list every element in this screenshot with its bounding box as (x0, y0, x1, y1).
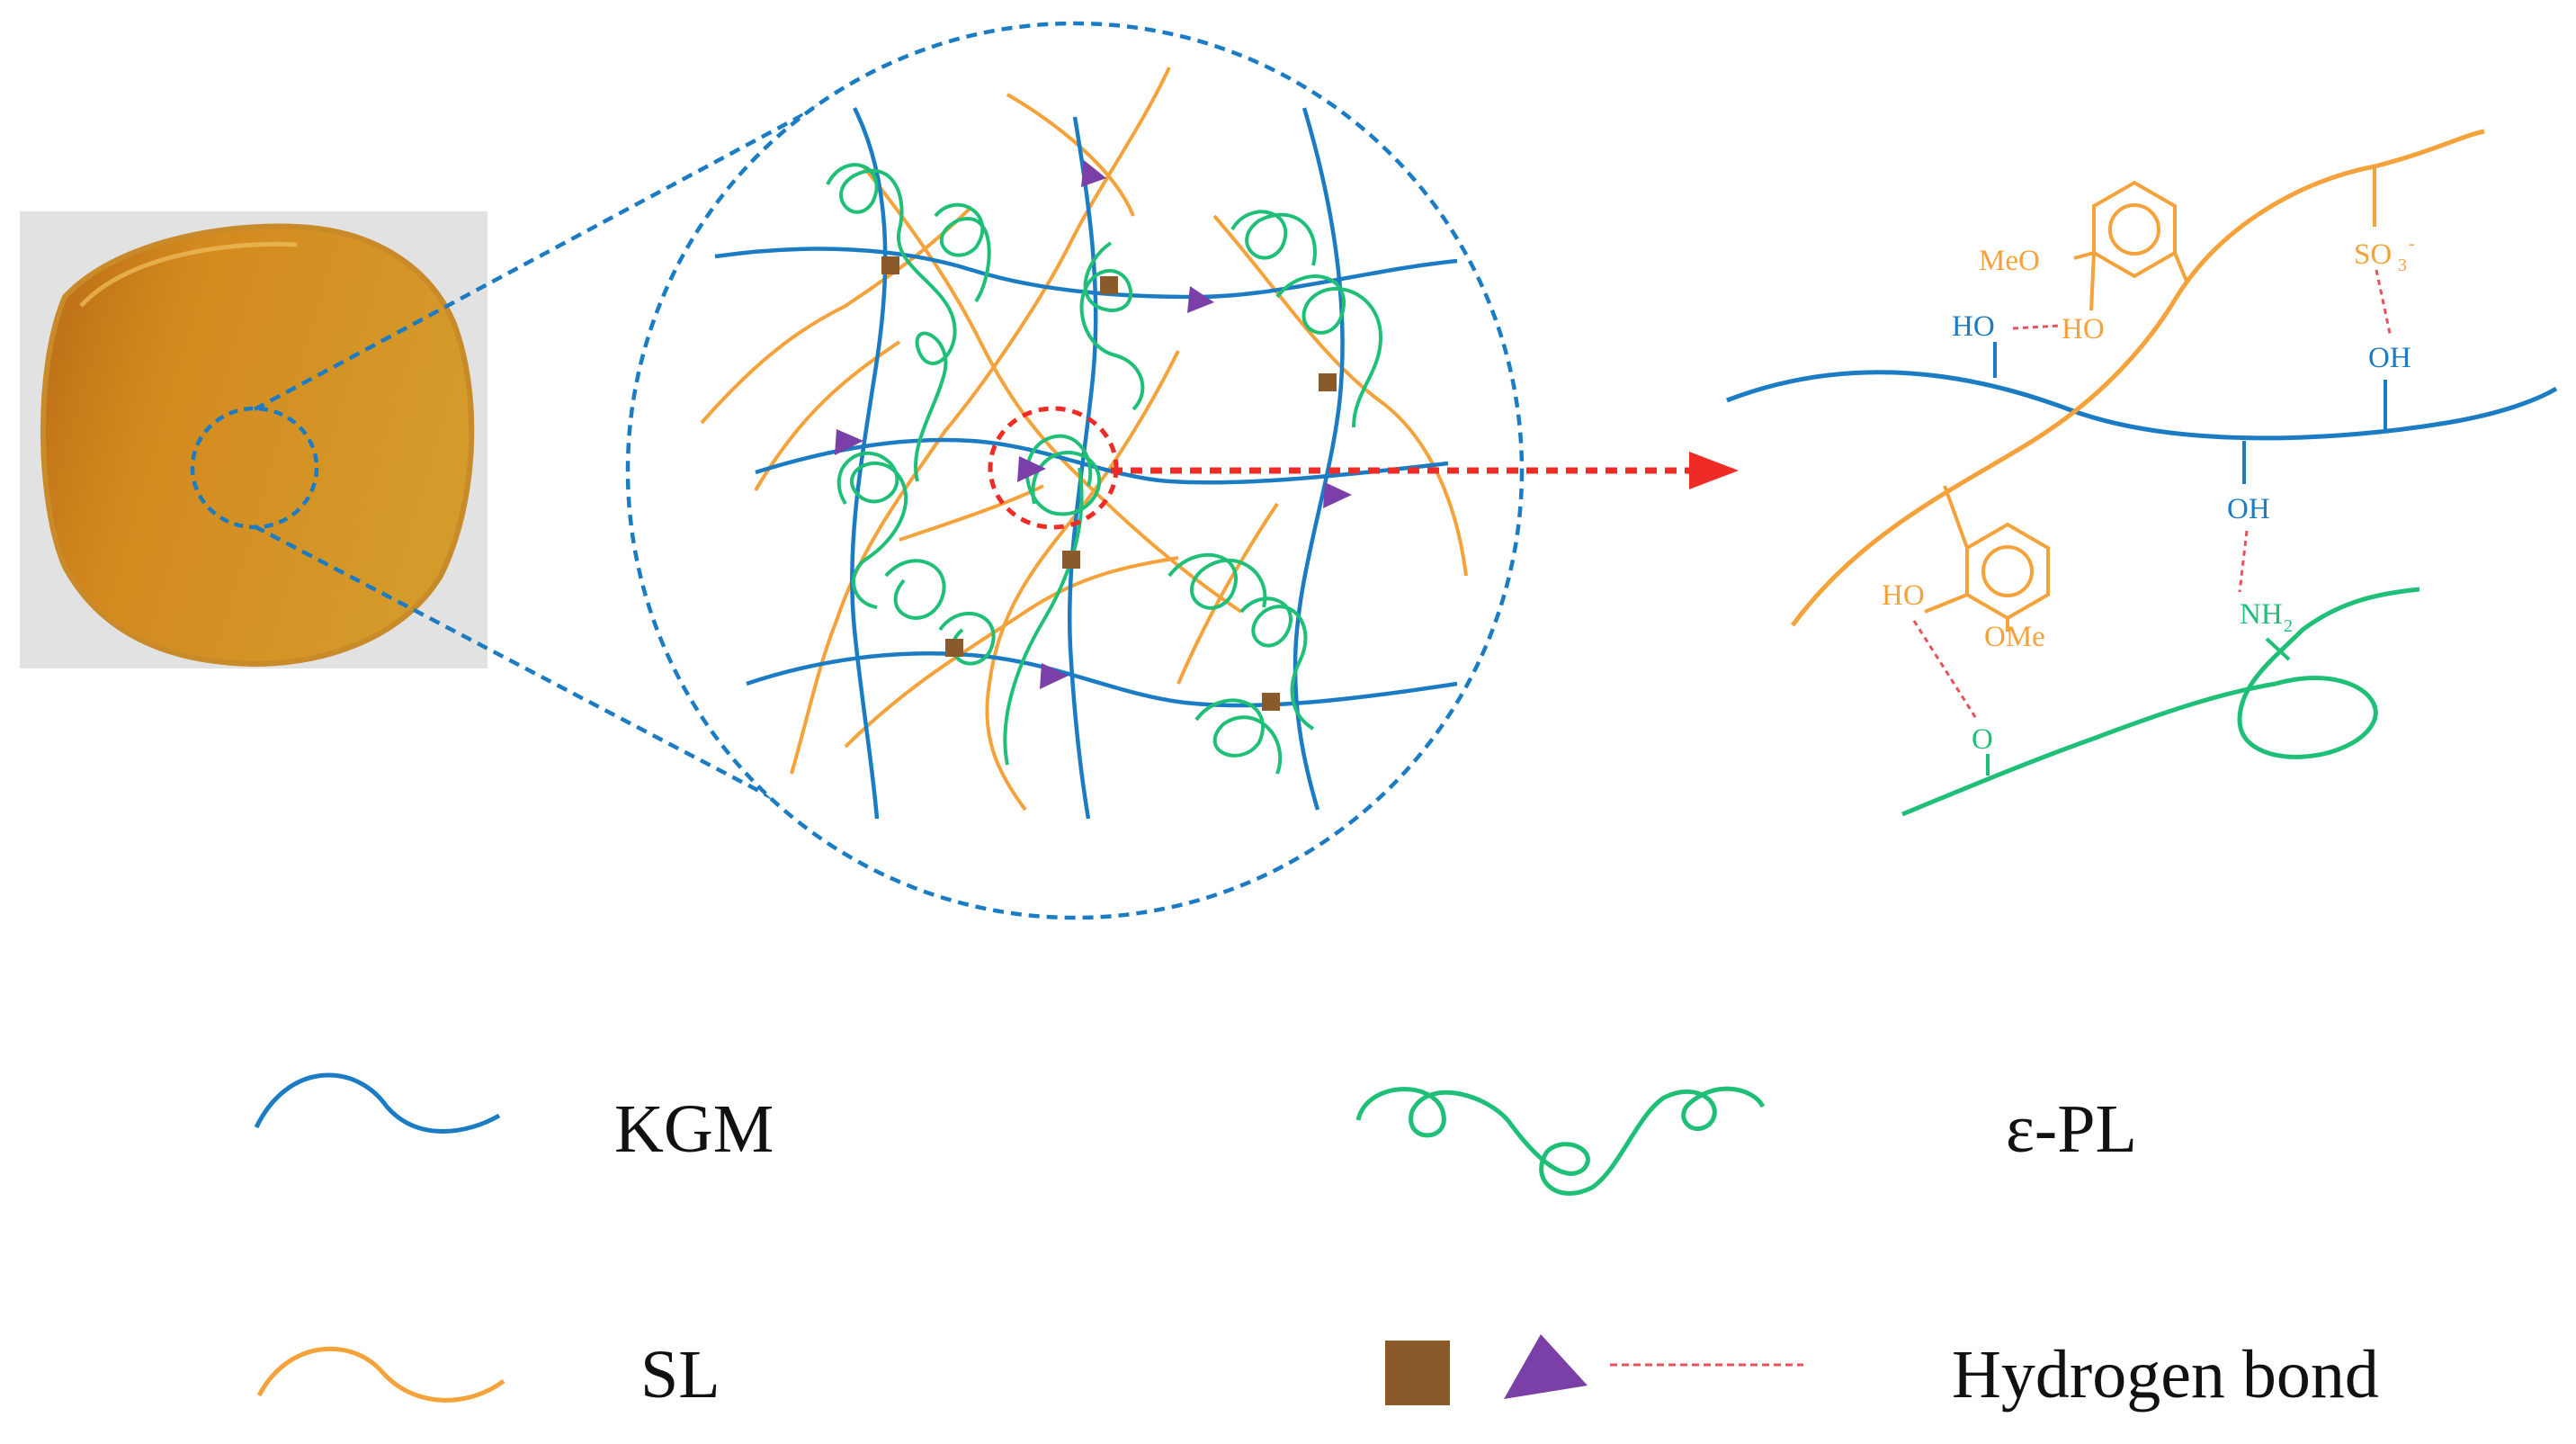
legend-kgm-swatch (254, 1072, 501, 1134)
crosslink-square (881, 256, 899, 274)
sl-chain (1212, 214, 1468, 577)
label-ho-kgm: HO (1952, 310, 1995, 343)
crosslink-square (1062, 551, 1080, 569)
epl-coil (1079, 241, 1145, 411)
kgm-chain (850, 106, 888, 820)
kgm-chains (714, 106, 1458, 820)
label-meo: MeO (1979, 245, 2040, 277)
crosslink-squares (881, 256, 1337, 711)
sl-chain (862, 165, 1243, 614)
legend-square-marker (1385, 1341, 1450, 1405)
legend-triangle-marker (1504, 1334, 1588, 1399)
crosslink-square (945, 639, 963, 657)
sl-ring-lower-link (1943, 485, 1969, 549)
zoom-arrow-head (1689, 452, 1739, 489)
sl-ho-stem-upper (2089, 252, 2096, 311)
sl-meo-stem (2073, 251, 2095, 260)
legend: KGM ε-PL SL Hydrogen bond (254, 1072, 2379, 1413)
legend-epl-swatch (1355, 1086, 1766, 1196)
kgm-chain (746, 651, 1458, 708)
film-edge-highlight (79, 241, 298, 308)
label-ho-sl-lower: HO (1882, 579, 1925, 612)
label-so3: SO (2354, 238, 2392, 271)
sl-chain (844, 556, 1179, 749)
epl-coil (1167, 552, 1267, 610)
epl-coil (884, 559, 946, 620)
crosslink-triangle (1081, 160, 1106, 187)
crosslink-square (1262, 693, 1280, 711)
sl-chain (1176, 502, 1279, 685)
hbond-ho-carbonyl (1912, 620, 1979, 721)
legend-hbond-label: Hydrogen bond (1952, 1337, 2379, 1413)
sl-aromatic-ring-upper (2092, 180, 2177, 279)
label-carbonyl-o: O (1972, 723, 1993, 756)
sl-chain (1006, 93, 1135, 217)
sl-backbone (1790, 129, 2485, 627)
legend-epl-label: ε-PL (2006, 1091, 2137, 1167)
legend-sl-swatch (256, 1346, 505, 1403)
sl-ring-upper-link (2173, 252, 2189, 284)
zoom-lines (253, 93, 865, 848)
epl-coil (1003, 467, 1084, 766)
hbond-oh-nh2 (2238, 530, 2249, 593)
epl-coil (1275, 274, 1383, 428)
hbond-so3-oh (2375, 269, 2393, 338)
label-so3-sub: 3 (2398, 256, 2407, 275)
film-disc (40, 223, 475, 668)
hydrogen-bonds (1912, 269, 2393, 721)
kgm-backbone (1726, 370, 2558, 441)
interaction-detail: MeO HO HO SO 3 - OH OH HO OMe NH 2 O (1726, 129, 2558, 817)
sl-ho-stem-lower (1924, 593, 1968, 614)
label-ho-sl-upper: HO (2062, 313, 2105, 345)
sl-chain (985, 350, 1180, 812)
sl-aromatic-ring-lower-inner (1981, 545, 2034, 597)
epl-coil (826, 163, 957, 482)
epl-coil (1230, 210, 1317, 266)
zoom-line-bottom (253, 525, 865, 848)
legend-sl-label: SL (640, 1337, 720, 1413)
crosslink-triangle (1040, 663, 1069, 689)
crosslink-triangles (835, 160, 1352, 689)
crosslink-triangle (1187, 286, 1214, 313)
epl-coil (1025, 434, 1102, 516)
film-photo (20, 211, 487, 668)
kgm-chain (755, 437, 1449, 485)
crosslink-triangle (835, 429, 863, 455)
label-oh-kgm-right: OH (2368, 342, 2411, 374)
label-nh2: NH (2240, 598, 2283, 631)
epl-backbone (1901, 681, 2276, 817)
label-so3-sup: - (2409, 234, 2415, 254)
epl-coils (826, 163, 1383, 775)
epl-coil (836, 451, 908, 609)
epl-coil (934, 202, 991, 303)
sl-chain (700, 205, 973, 425)
network-magnified (625, 21, 1739, 920)
kgm-chain (1292, 107, 1345, 811)
crosslink-square (1319, 373, 1337, 391)
crosslink-triangle (1017, 456, 1046, 482)
label-nh2-sub: 2 (2284, 616, 2293, 636)
hbond-kgm-sl-upper (2012, 324, 2061, 330)
crosslink-square (1100, 276, 1118, 294)
epl-nh2-stem (2265, 637, 2291, 661)
crosslink-triangle (1323, 482, 1352, 508)
label-oh-kgm-middle: OH (2227, 493, 2270, 525)
label-ome: OMe (1984, 621, 2045, 653)
zoom-line-top (253, 93, 843, 411)
legend-kgm-label: KGM (614, 1091, 774, 1167)
sl-chain (790, 67, 1171, 775)
sl-aromatic-ring-upper-inner (2108, 203, 2160, 256)
sl-aromatic-ring-lower (1965, 522, 2050, 621)
epl-coil (1239, 596, 1315, 731)
epl-coil-detail (2237, 587, 2420, 759)
chem-labels: MeO HO HO SO 3 - OH OH HO OMe NH 2 O (1882, 234, 2415, 756)
epl-coil (1194, 698, 1283, 775)
